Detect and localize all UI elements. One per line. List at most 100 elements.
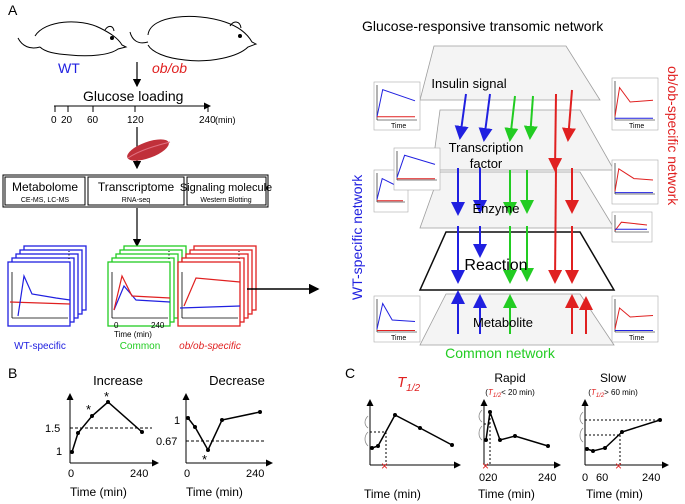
svg-text:×: × <box>482 459 489 473</box>
obob-stack-series-2 <box>179 305 241 309</box>
layer-transcription-line1: Transcription <box>449 140 524 155</box>
mini-obob-4-line <box>614 307 654 330</box>
wt-stack-series-1 <box>17 273 71 317</box>
increase-y-15: 1.5 <box>45 423 60 435</box>
mini-obob-1-line <box>614 86 654 117</box>
mini-obob-1-time-label: Time <box>629 123 644 130</box>
slow-x60: 60 <box>596 472 608 484</box>
stack-x240: 240 <box>151 321 165 330</box>
obob-stack-series-1 <box>183 277 241 307</box>
wt-stack-card <box>7 261 71 327</box>
network-arrow-common <box>504 95 519 142</box>
common-stack-series-1 <box>113 274 171 311</box>
timeline-ticks <box>54 106 209 112</box>
network-arrow-obob <box>548 93 563 172</box>
timeline-tick-0: 0 <box>51 115 57 126</box>
layer-reaction: Reaction <box>464 257 527 274</box>
obob-stack: ⋮ <box>177 245 257 327</box>
slow-plot: × <box>579 399 669 473</box>
increase-x0: 0 <box>68 468 74 480</box>
panel-a-label: A <box>8 2 18 18</box>
mini-obob-2-line <box>614 167 654 192</box>
t-half-title: T1/2 <box>397 374 421 394</box>
slow-title: Slow <box>600 371 626 385</box>
mini-obob-1-frame <box>611 77 659 131</box>
signaling-title: Signaling molecule <box>180 182 272 194</box>
increase-y-1: 1 <box>56 446 62 458</box>
svg-text:×: × <box>381 459 388 473</box>
rapid-xlabel: Time (min) <box>478 487 535 501</box>
decrease-title: Decrease <box>209 373 265 388</box>
wt-stack-dots: ⋮ <box>64 250 74 261</box>
svg-text:*: * <box>104 389 109 404</box>
timeline-tick-60: 60 <box>87 115 99 126</box>
layer-insulin-signal: Insulin signal <box>431 76 506 91</box>
mini-wt-4-line <box>376 302 416 330</box>
mini-obob-3 <box>611 211 653 243</box>
metabolome-box <box>4 176 86 206</box>
mini-obob-4: Time <box>611 295 659 343</box>
rapid-x240: 240 <box>538 472 556 484</box>
wt-network-label: WT-specific network <box>349 174 365 300</box>
layer-plane-enzyme <box>419 171 615 229</box>
network-title: Glucose-responsive transomic network <box>362 18 604 34</box>
mini-wt-3-line <box>396 154 436 178</box>
increase-title: Increase <box>93 373 143 388</box>
transcriptome-box <box>87 176 185 206</box>
mini-wt-3 <box>393 147 441 191</box>
mini-wt-1-frame <box>373 81 421 131</box>
network-arrow-wt <box>454 93 469 140</box>
rapid-x020: 020 <box>479 472 497 484</box>
network-arrow-wt <box>478 93 493 142</box>
signaling-box <box>186 176 267 206</box>
decrease-x0: 0 <box>184 468 190 480</box>
wt-label: WT <box>58 60 80 76</box>
panel-c-label: C <box>345 365 355 381</box>
stack-xlabel: Time (min) <box>114 330 152 339</box>
panel-b-label: B <box>8 365 17 381</box>
mini-wt-1-time-label: Time <box>391 123 406 130</box>
t-half-xlabel: Time (min) <box>364 487 421 501</box>
mini-wt-1: Time <box>373 81 421 131</box>
mini-obob-2 <box>611 159 659 205</box>
svg-text:*: * <box>202 452 207 467</box>
metabolome-title: Metabolome <box>12 180 78 194</box>
timeline-tick-240: 240 <box>199 115 216 126</box>
layer-metabolite: Metabolite <box>473 315 533 330</box>
mini-obob-3-frame <box>611 211 653 243</box>
wt-mouse-icon <box>17 21 128 57</box>
common-stack-dots: ⋮ <box>164 250 174 261</box>
mini-wt-1-line <box>376 88 416 117</box>
metabolome-sub: CE-MS, LC-MS <box>21 197 70 204</box>
increase-x240: 240 <box>130 468 148 480</box>
rapid-sub: (T1/2< 20 min) <box>485 388 535 399</box>
slow-sub: (T1/2> 60 min) <box>588 388 638 399</box>
timeline-tick-20: 20 <box>61 115 73 126</box>
mini-wt-4-time-label: Time <box>391 335 406 342</box>
mini-obob-3-line <box>614 221 648 231</box>
group-common: Common <box>120 341 161 352</box>
obob-stack-dots: ⋮ <box>234 250 244 261</box>
mini-wt-4: Time <box>373 295 421 343</box>
mini-obob-2-frame <box>611 159 659 205</box>
transcriptome-title: Transcriptome <box>98 180 175 194</box>
layer-plane-insulin <box>419 45 601 101</box>
network-layers <box>418 45 616 346</box>
timeline-unit: (min) <box>215 115 236 125</box>
common-network-label: Common network <box>445 345 556 361</box>
omics-frame <box>2 174 269 208</box>
obob-stack-card <box>177 261 241 327</box>
muscle-icon <box>127 139 171 161</box>
layer-enzyme: Enzyme <box>473 201 520 216</box>
stack-x0: 0 <box>114 321 119 330</box>
timeline-tick-120: 120 <box>127 115 144 126</box>
slow-x0: 0 <box>582 472 588 484</box>
group-obob-specific: ob/ob-specific <box>179 341 241 352</box>
svg-text:*: * <box>86 402 91 417</box>
obob-label: ob/ob <box>152 60 187 76</box>
slow-x240: 240 <box>642 472 660 484</box>
mini-obob-1: Time <box>611 77 659 131</box>
mini-obob-4-frame <box>611 295 659 343</box>
